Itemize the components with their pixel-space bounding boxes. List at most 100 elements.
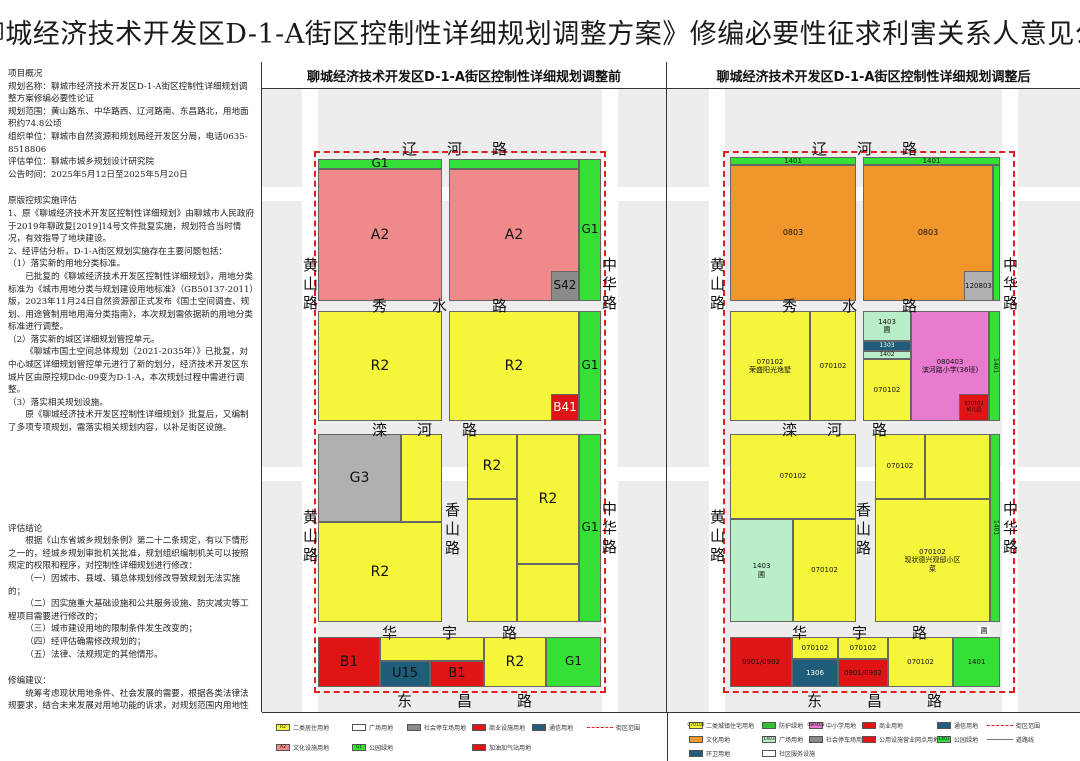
lot-1401: 1401 [953, 637, 1000, 687]
legend-item: 商业设施用地 [472, 723, 525, 732]
overview-line: 评估单位：聊城市城乡规划设计研究院 [8, 157, 155, 168]
road-label: 中华路 [1001, 257, 1019, 314]
map-panel-before: 聊城经济技术开发区D-1-A街区控制性详细规划调整前 G1 A2 A2 G1 S… [262, 62, 667, 712]
road-label: 中华路 [1001, 501, 1019, 558]
lot-070102: 070102 [838, 637, 888, 659]
block-boundary [723, 151, 1015, 693]
panel-title-before: 聊城经济技术开发区D-1-A街区控制性详细规划调整前 [262, 62, 666, 89]
lot-070102: 070102 [888, 637, 953, 687]
lot-120803: 120803 [964, 271, 993, 301]
lot-070102: 070102 [730, 434, 856, 519]
legend-item: 加油加气站用地 [472, 743, 531, 752]
road-label: 华 宇 路 [382, 624, 518, 642]
lot-0803: 0803 [863, 165, 993, 301]
page-title: 《聊城经济技术开发区D-1-A街区控制性详细规划调整方案》修编必要性征求利害关系… [0, 18, 1080, 50]
lot-g1: G1 [579, 159, 601, 301]
lot-g1: G1 [579, 434, 601, 622]
evaluation-line: 1、原《聊城经济技术开发区控制性详细规划》由聊城市人民政府于2019年聊政复[2… [8, 208, 255, 245]
lot-070102: 070102 [875, 434, 925, 499]
map-before: G1 A2 A2 G1 S42 R2 R2 G1 B41 G3 R2 R2 R2… [262, 89, 666, 712]
legend-item: 文化用地 [689, 735, 730, 744]
conclusion-line: （四）经评估确需修改规划的； [25, 636, 146, 647]
overview-heading: 项目概况 [8, 69, 43, 79]
description-column: 项目概况 规划名称：聊城市经济技术开发区D-1-A街区控制性详细规划调整方案修编… [0, 62, 262, 712]
lot-g1: G1 [546, 637, 601, 687]
lot-r2-part [401, 434, 442, 522]
road-label: 辽 河 路 [812, 140, 918, 158]
legend-item: 环卫用地 [689, 749, 730, 758]
lot-g1: G1 [579, 311, 601, 421]
lot-0901-0902: 0901/0902 [838, 659, 888, 687]
overview-line: 规划范围：黄山路东、中华路西、辽河路南、东昌路北，用地面积约74.8公顷 [8, 106, 249, 130]
map-after: 1401 0803 1401 0803 120803 070102 荣盛阳光逸墅… [667, 89, 1080, 712]
road-label: 黄山路 [708, 509, 726, 566]
lot-r2: R2 [517, 434, 579, 564]
lot-s42: S42 [551, 271, 579, 301]
legend-item: 广场用地 [352, 723, 393, 732]
lot-0803: 0803 [730, 165, 856, 301]
evaluation-line: 《聊城市国土空间总体规划（2021-2035年）》已批复，对中心城区详细规划管控… [8, 347, 249, 396]
overview-line: 公告时间：2025年5月12日至2025年5月20日 [8, 169, 188, 180]
legend-item: 街区范围 [587, 723, 640, 732]
conclusion-line: （三）城市建设用地的限制条件发生改变的； [25, 624, 198, 635]
road-label: 滦 河 路 [372, 421, 478, 439]
lot-1303: 1303 [863, 341, 911, 351]
lot-kindergarten: 070102 幼儿园 [959, 394, 989, 421]
lot-1306: 1306 [792, 659, 838, 687]
lot-g1: G1 [318, 156, 442, 170]
conclusion-line: 根据《山东省城乡规划条例》第二十二条规定，有以下情形之一的，经城乡规划审批机关批… [8, 536, 249, 572]
lot-1403: 1403 圃 [863, 311, 911, 341]
lot-r2-part [380, 637, 484, 661]
evaluation-heading: 原版控规实施评估 [8, 196, 77, 207]
legend-item: 通信用地 [937, 721, 978, 730]
evaluation-line: （3）落实相关规划设施。 [8, 397, 108, 408]
legend-item: 防护绿地 [762, 721, 803, 730]
lot-1401: 1401 [863, 157, 1000, 165]
overview-line: 组织单位：聊城市自然资源和规划局经开发区分局，电话0635-8518806 [8, 131, 248, 155]
legend-item: 社会停车场用地 [809, 735, 868, 744]
lot-070102: 070102 荣盛阳光逸墅 [730, 311, 810, 421]
road-label: 香山路 [854, 502, 872, 559]
map-panel-after: 聊城经济技术开发区D-1-A街区控制性详细规划调整后 1401 0803 140… [667, 62, 1080, 712]
evaluation-line: （1）落实新的用地分类标准。 [8, 259, 126, 270]
lot-070102: 070102 [810, 311, 856, 421]
lot-070102: 070102 [793, 519, 856, 622]
road-label: 秀 水 路 [782, 297, 918, 315]
road-label: 中华路 [600, 501, 618, 558]
lot-g1-strip [449, 159, 579, 169]
lot-r2: R2 [484, 637, 546, 687]
conclusion-line: （二）因实施重大基础设施和公共服务设施、防灾减灾等工程项目需要进行修改的； [8, 599, 249, 622]
lot-r2-part [517, 564, 579, 622]
panel-title-after: 聊城经济技术开发区D-1-A街区控制性详细规划调整后 [667, 62, 1080, 89]
lot-1401: 1401 [989, 311, 1000, 421]
legend-item: 公用设施营业网点用地 [862, 735, 939, 744]
lot-b1: B1 [318, 637, 380, 687]
lot-a2: A2 [318, 169, 442, 301]
block-boundary [314, 151, 606, 693]
lot-1401-strip [993, 165, 1000, 301]
lot-1402: 1402 [863, 351, 911, 359]
lot-0901-0902: 0901/0902 [730, 637, 792, 687]
evaluation-line: 原《聊城经济技术开发区控制性详细规划》批复后，又编制了多项专项规划，需落实相关规… [8, 410, 249, 434]
evaluation-line: （2）落实新的城区详细规划管控单元。 [8, 334, 160, 345]
road-label: 滦 河 路 [782, 421, 888, 439]
road-label: 华 宇 路 [792, 624, 928, 642]
lot-b1: B1 [430, 661, 484, 687]
road-label: 黄山路 [301, 509, 319, 566]
map-tag: 圃 [978, 626, 990, 636]
lot-070102-part [925, 434, 990, 499]
lot-b41: B41 [551, 394, 579, 421]
suggestion-heading: 修编建议： [8, 676, 51, 687]
legend-item: 社区服务设施 [762, 749, 815, 758]
road-label: 香山路 [443, 502, 461, 559]
evaluation-line: 2、经评估分析，D-1-A街区规划实施存在主要问题包括： [8, 246, 228, 257]
road-label: 黄山路 [301, 257, 319, 314]
road-label: 黄山路 [708, 257, 726, 314]
suggestion-text: 统筹考虑现状用地条件、社会发展的需要，根据各类法律法规要求，结合未来发展对用地功… [8, 688, 249, 712]
